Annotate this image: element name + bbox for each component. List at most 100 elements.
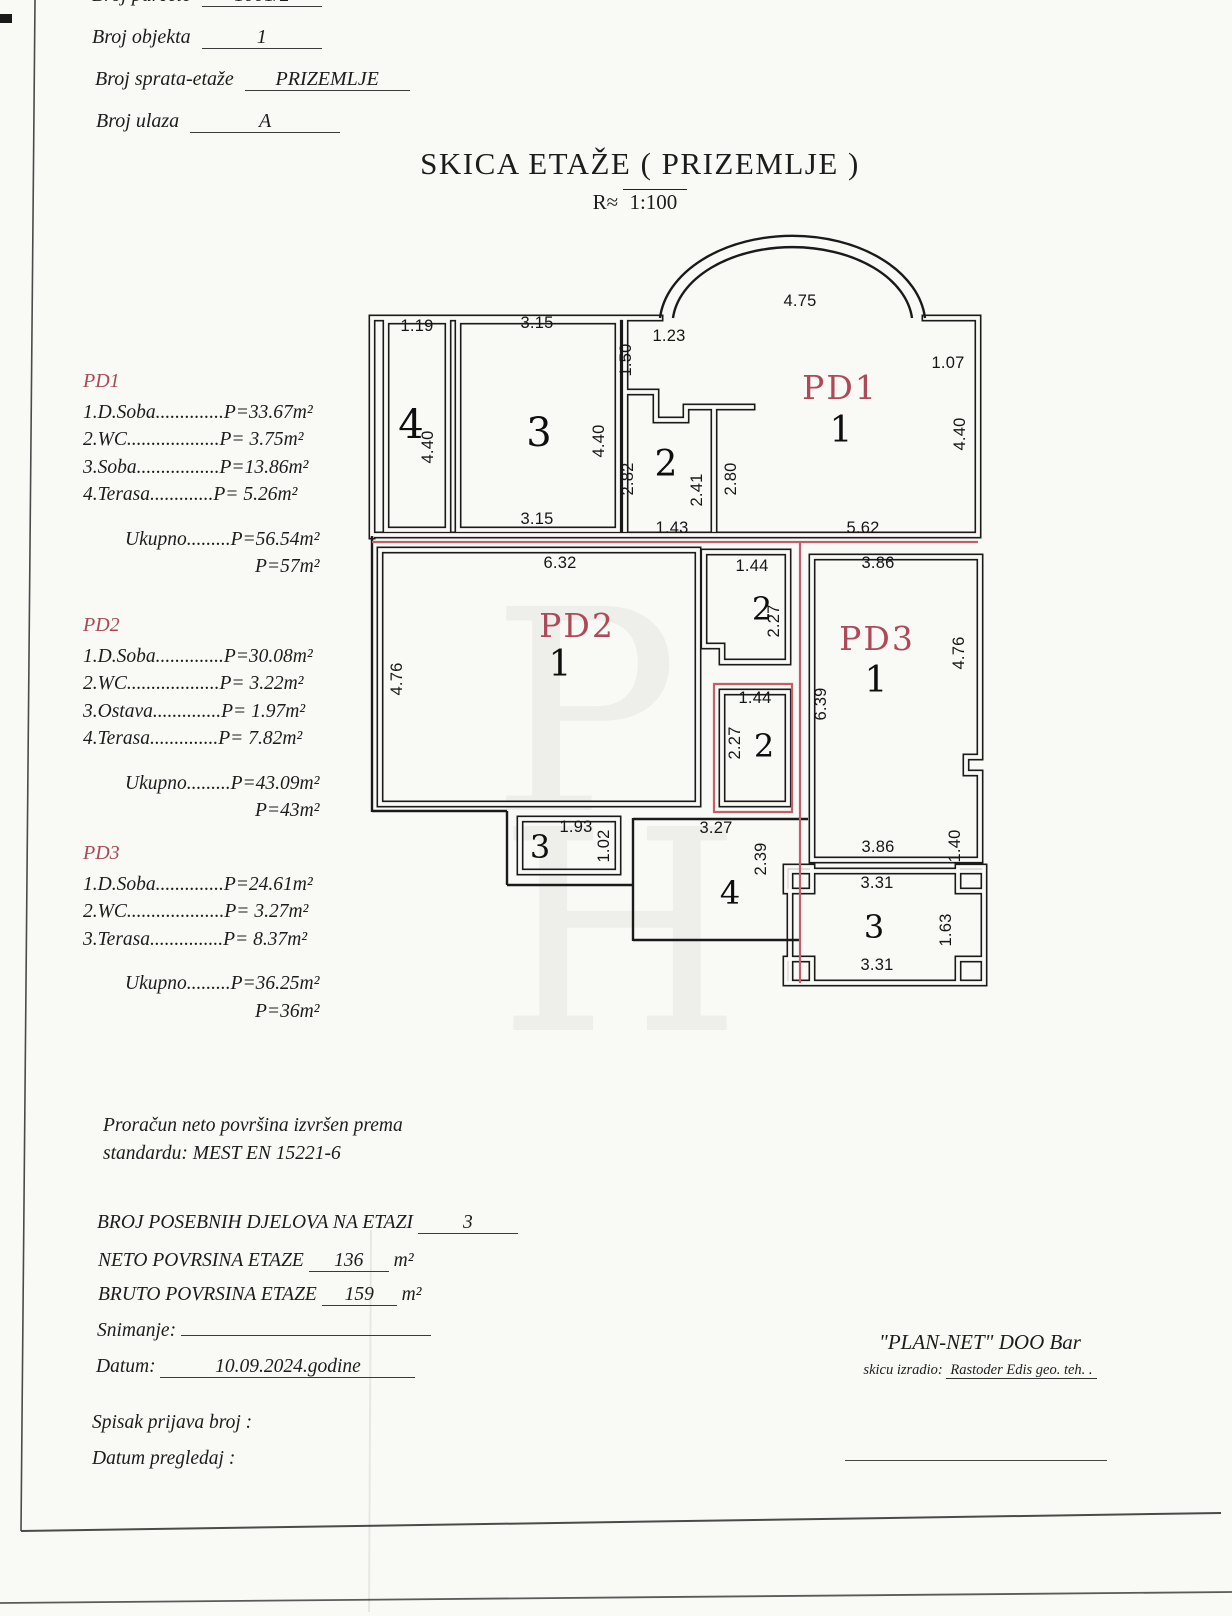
dimension-label: 4.40	[590, 425, 608, 458]
outer-steps	[370, 536, 808, 942]
dimension-label: 1.02	[595, 830, 613, 863]
summary-datum: Datum: 10.09.2024.godine	[96, 1356, 416, 1379]
scale-note: R≈ 1:100	[350, 189, 930, 215]
summary-label: Snimanje:	[97, 1320, 177, 1341]
scale-prefix: R≈	[592, 190, 619, 214]
dimension-label: 5.62	[847, 519, 880, 537]
field-broj-ulaza: Broj ulaza A	[96, 110, 341, 133]
unit-total: Ukupno.........P=56.54m²	[125, 528, 320, 550]
summary-value: 10.09.2024.godine	[160, 1356, 416, 1379]
field-value: 1001/2	[202, 0, 323, 7]
note-line: Proračun neto površina izvršen prema	[103, 1115, 403, 1136]
scale-value: 1:100	[623, 189, 688, 214]
author-name: Rastoder Edis geo. teh. .	[946, 1362, 1097, 1379]
dimension-label: 3.27	[700, 819, 733, 837]
room-number: 3	[530, 828, 550, 866]
company-name: "PLAN-NET" DOO Bar	[879, 1330, 1081, 1354]
unit-row: 1.D.Soba..............P=24.61m²	[83, 873, 313, 895]
dimension-label: 4.40	[419, 431, 437, 464]
field-value: A	[190, 111, 341, 133]
room-number: 2	[752, 590, 772, 628]
dimension-label: 1.50	[617, 344, 635, 377]
datum-pregleda-line: Datum pregledaj :	[92, 1448, 236, 1469]
dimension-label: 3.31	[861, 874, 894, 892]
summary-value: 136	[308, 1250, 389, 1273]
unit-row: 2.WC...................P= 3.22m²	[83, 673, 304, 694]
summary-snimanje: Snimanje:	[97, 1320, 431, 1342]
dimension-label: 2.80	[722, 463, 740, 496]
dimension-label: 2.41	[688, 474, 706, 507]
room-number: 4	[720, 874, 740, 912]
dimension-label: 4.76	[950, 637, 968, 670]
dimension-label: 6.32	[544, 554, 577, 572]
unit-row: 2.WC....................P= 3.27m²	[83, 901, 309, 922]
summary-label: NETO POVRSINA ETAZE	[98, 1250, 304, 1271]
field-label: Broj objekta	[92, 26, 191, 48]
note-line: standardu: MEST EN 15221-6	[103, 1143, 341, 1164]
dimension-label: 6.39	[812, 688, 830, 721]
room-number: 3	[864, 908, 884, 946]
summary-label: BRUTO POVRSINA ETAZE	[98, 1284, 317, 1305]
unit-list-pd3: PD3 1.D.Soba..............P=24.61m² 2.WC…	[83, 840, 320, 1025]
signature-line	[845, 1460, 1107, 1461]
unit-total-rounded: P=57m²	[255, 556, 320, 577]
dimension-label: 2.27	[765, 605, 783, 638]
field-label: Broj sprata-etaže	[95, 68, 234, 90]
unit-total-rounded: P=36m²	[255, 1000, 320, 1022]
unit-list-pd2: PD2 1.D.Soba..............P=30.08m² 2.WC…	[83, 612, 320, 825]
summary-broj-djelova: BROJ POSEBNIH DJELOVA NA ETAZI 3	[97, 1212, 518, 1235]
summary-label: Datum:	[96, 1356, 156, 1377]
field-label: Broj parcele	[92, 0, 191, 6]
unit-row: 2.WC...................P= 3.75m²	[83, 429, 304, 450]
author-line: skicu izradio: Rastoder Edis geo. teh. .	[830, 1362, 1130, 1379]
dimension-label: 3.86	[862, 554, 895, 572]
room-number: 1	[865, 660, 888, 701]
author-label: skicu izradio:	[863, 1362, 943, 1378]
summary-neto: NETO POVRSINA ETAZE 136 m²	[98, 1250, 414, 1273]
field-broj-parcele: Broj parcele 1001/2	[92, 0, 323, 7]
unit-boundary-lines	[372, 540, 978, 983]
dimension-label: 2.39	[752, 843, 770, 876]
field-broj-sprata: Broj sprata-etaže PRIZEMLJE	[95, 68, 410, 91]
field-label: Broj ulaza	[96, 110, 180, 132]
dimension-label: 4.75	[784, 292, 817, 310]
dimension-label: 3.31	[861, 956, 894, 974]
dimension-label: 1.23	[653, 327, 686, 345]
unit-row: 1.D.Soba..............P=33.67m²	[83, 401, 313, 423]
summary-unit: m²	[401, 1284, 422, 1305]
dimension-label: 1.44	[736, 557, 769, 575]
field-value: 1	[201, 27, 322, 49]
summary-value: 3	[417, 1212, 518, 1235]
room-number: 1	[830, 410, 853, 451]
unit-name: PD1	[83, 370, 120, 392]
field-broj-objekta: Broj objekta 1	[92, 26, 322, 49]
room-number: 2	[754, 727, 774, 765]
dimension-label: 1.40	[946, 830, 964, 863]
unit-row: 3.Soba.................P=13.86m²	[83, 456, 309, 478]
dimension-label: 1.07	[932, 354, 965, 372]
dimension-label: 4.40	[951, 418, 969, 451]
unit-row: 4.Terasa.............P= 5.26m²	[83, 484, 298, 505]
dimension-label: 1.43	[656, 519, 689, 537]
page-title: SKICA ETAŽE ( PRIZEMLJE )	[420, 146, 860, 181]
dimension-label: 1.19	[401, 317, 434, 335]
spisak-line: Spisak prijava broj :	[92, 1412, 253, 1433]
dimension-label: 1.63	[937, 914, 955, 947]
bay-arch	[658, 234, 927, 319]
unit-row: 1.D.Soba..............P=30.08m²	[83, 645, 313, 667]
unit-list-pd1: PD1 1.D.Soba..............P=33.67m² 2.WC…	[83, 368, 320, 581]
unit-total: Ukupno.........P=36.25m²	[125, 973, 320, 994]
unit-name: PD2	[83, 614, 120, 636]
dimension-label: 2.27	[726, 727, 744, 760]
dimension-label: 2.82	[619, 463, 637, 496]
unit-total-rounded: P=43m²	[255, 800, 320, 821]
dimension-label: 4.76	[388, 663, 406, 696]
unit-label: PD3	[839, 619, 915, 658]
room-number: 2	[655, 444, 678, 485]
field-value: PRIZEMLJE	[244, 69, 410, 91]
summary-label: BROJ POSEBNIH DJELOVA NA ETAZI	[97, 1212, 413, 1233]
